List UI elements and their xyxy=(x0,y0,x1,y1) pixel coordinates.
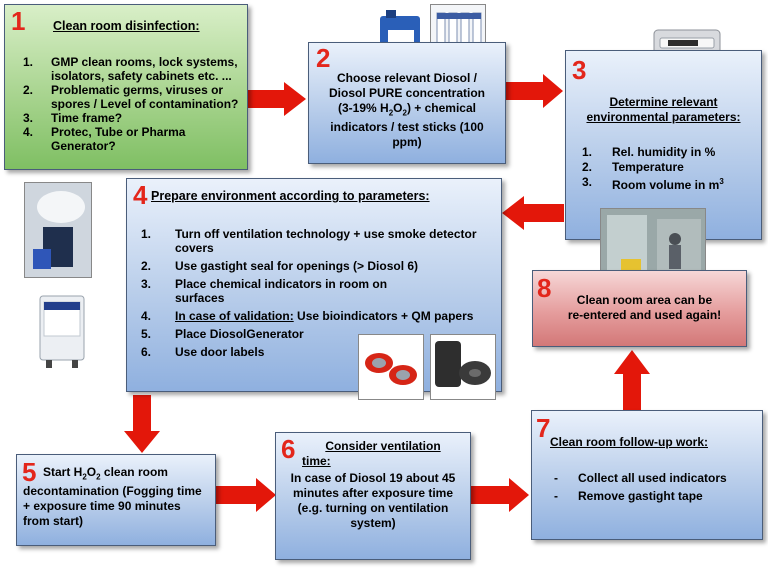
step-5-number: 5 xyxy=(22,457,37,487)
step-6-title: Consider ventilation time: xyxy=(302,439,441,468)
step-8-number: 8 xyxy=(537,273,552,303)
fogging-generator-image xyxy=(24,182,92,278)
arrow-7-to-8 xyxy=(614,350,650,412)
step-7-list: -Collect all used indicators -Remove gas… xyxy=(554,471,754,503)
step-4-list: 1.Turn off ventilation technology + use … xyxy=(141,227,493,359)
list-item: -Collect all used indicators xyxy=(554,471,727,485)
arrow-3-to-4 xyxy=(502,196,564,230)
step-8-text: Clean room area can be re-entered and us… xyxy=(567,293,722,322)
step-2-number: 2 xyxy=(316,43,331,73)
step-7-title: Clean room follow-up work: xyxy=(550,435,708,449)
list-item: 3.Time frame? xyxy=(23,111,123,125)
smoke-detector-cover-image xyxy=(358,334,424,400)
list-item: 3.Room volume in m3 xyxy=(582,175,724,192)
list-item: 2.Problematic germs, viruses or spores /… xyxy=(23,83,239,111)
step-2-text: Choose relevant Diosol / Diosol PURE con… xyxy=(328,71,486,150)
list-item: 1.GMP clean rooms, lock systems, isolato… xyxy=(23,55,238,83)
step-3-title: Determine relevant environmental paramet… xyxy=(586,95,741,124)
list-item: 5.Place DiosolGenerator xyxy=(141,327,304,341)
arrow-4-to-5 xyxy=(124,395,160,453)
list-item: 6.Use door labels xyxy=(141,345,265,359)
step-5-text: Start H2O2 clean room decontamination (F… xyxy=(23,465,202,529)
list-item: 2.Temperature xyxy=(582,160,684,174)
step-4-box: 4 Prepare environment according to param… xyxy=(126,178,502,392)
list-item: 2.Use gastight seal for openings (> Dios… xyxy=(141,259,419,273)
step-4-title: Prepare environment according to paramet… xyxy=(151,189,430,203)
step-1-title: Clean room disinfection: xyxy=(53,19,200,33)
step-2-box: 2 Choose relevant Diosol / Diosol PURE c… xyxy=(308,42,506,164)
list-item: 3.Place chemical indicators in room on s… xyxy=(141,277,388,305)
step-8-box: 8 Clean room area can be re-entered and … xyxy=(532,270,747,347)
list-item: 4.In case of validation: Use bioindicato… xyxy=(141,309,474,323)
list-item: 1.Rel. humidity in % xyxy=(582,145,716,159)
step-6-number: 6 xyxy=(281,434,296,464)
step-7-number: 7 xyxy=(536,413,551,443)
step-1-list: 1.GMP clean rooms, lock systems, isolato… xyxy=(23,55,245,153)
arrow-1-to-2 xyxy=(244,82,306,116)
step-3-number: 3 xyxy=(572,55,587,85)
arrow-5-to-6 xyxy=(216,478,276,512)
arrow-6-to-7 xyxy=(469,478,529,512)
list-item: -Remove gastight tape xyxy=(554,489,703,503)
step-7-box: 7 Clean room follow-up work: -Collect al… xyxy=(531,410,763,540)
step-1-number: 1 xyxy=(11,6,26,36)
arrow-2-to-3 xyxy=(505,74,563,108)
list-item: 1.Turn off ventilation technology + use … xyxy=(141,227,477,255)
gastight-seal-image xyxy=(430,334,496,400)
step-6-text: In case of Diosol 19 about 45 minutes af… xyxy=(290,471,456,530)
step-6-box: 6 Consider ventilation time: In case of … xyxy=(275,432,471,560)
step-4-number: 4 xyxy=(133,180,148,210)
step-5-box: 5 Start H2O2 clean room decontamination … xyxy=(16,454,216,546)
step-1-box: 1 Clean room disinfection: 1.GMP clean r… xyxy=(4,4,248,170)
step-3-list: 1.Rel. humidity in % 2.Temperature 3.Roo… xyxy=(582,145,724,192)
diosol-generator-image xyxy=(39,295,85,368)
list-item: 4.Protec, Tube or Pharma Generator? xyxy=(23,125,186,153)
